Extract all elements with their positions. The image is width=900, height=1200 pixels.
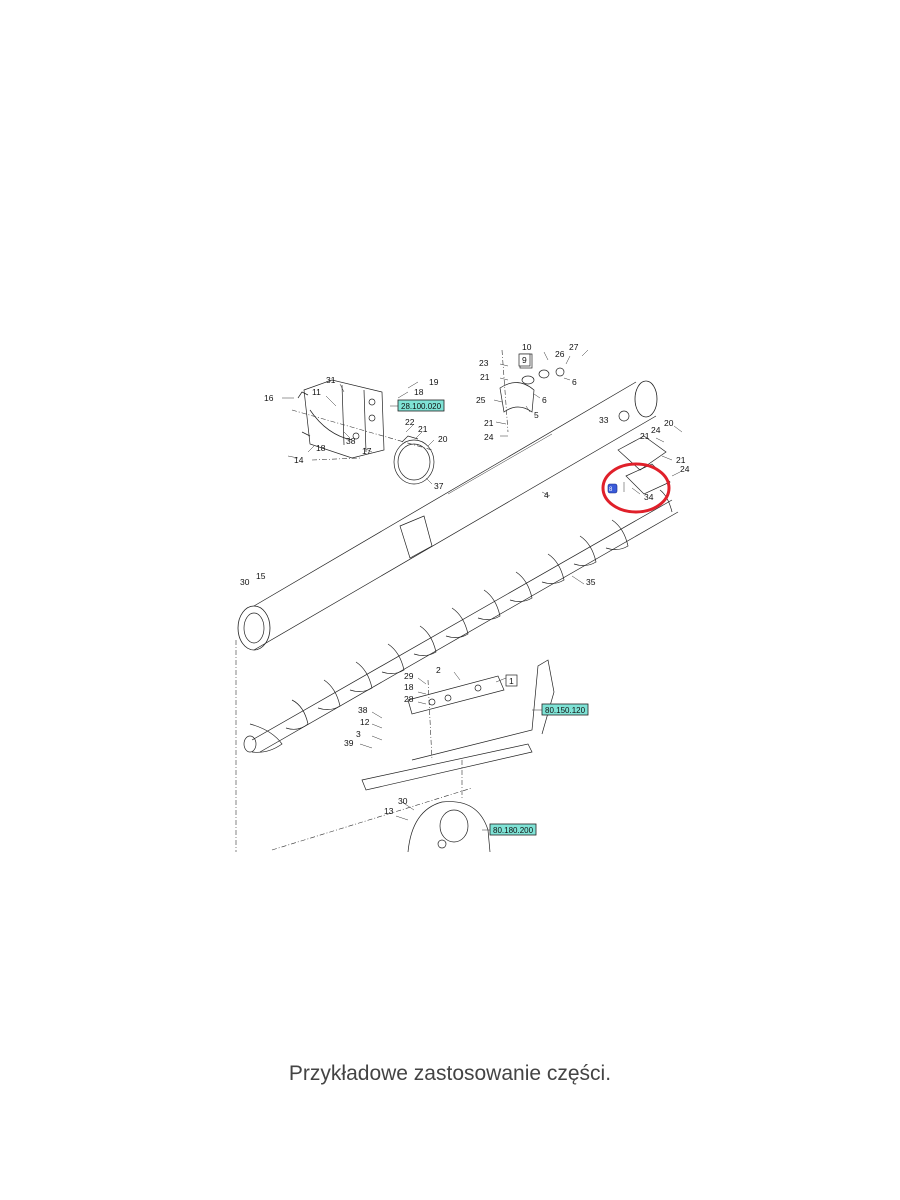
drive-drum xyxy=(271,787,491,852)
callout-11: 11 xyxy=(312,387,321,397)
callout-9-boxed: 9 xyxy=(522,355,527,365)
callout-18c: 18 xyxy=(404,682,414,692)
callout-20b: 20 xyxy=(664,418,674,428)
callout-21b: 21 xyxy=(480,372,490,382)
ref-tag-3[interactable]: 80.180.200 xyxy=(493,826,534,835)
callout-20a: 20 xyxy=(438,434,448,444)
callout-16: 16 xyxy=(264,393,274,403)
callout-26: 26 xyxy=(555,349,565,359)
ref-tag-3-box xyxy=(489,823,537,836)
part-marker xyxy=(607,483,618,494)
callout-13: 13 xyxy=(384,806,394,816)
callout-21c: 21 xyxy=(484,418,494,428)
bracket-assembly xyxy=(282,379,435,485)
callout-23: 23 xyxy=(479,358,489,368)
callout-27: 27 xyxy=(569,342,579,352)
callout-12: 12 xyxy=(360,717,370,727)
callout-15: 15 xyxy=(256,571,266,581)
callout-28: 28 xyxy=(404,694,414,704)
auger-tube xyxy=(237,380,658,651)
tube-end-brackets xyxy=(617,425,683,495)
callout-37: 37 xyxy=(434,481,444,491)
callout-24a: 24 xyxy=(484,432,494,442)
highlighted-part: 8 xyxy=(601,462,671,514)
callout-18b: 18 xyxy=(316,443,326,453)
callout-10: 10 xyxy=(522,342,532,352)
callout-19: 19 xyxy=(429,377,439,387)
callout-3: 3 xyxy=(356,729,361,739)
callout-29: 29 xyxy=(404,671,414,681)
callout-24c: 24 xyxy=(680,464,690,474)
callout-6a: 6 xyxy=(572,377,577,387)
ref-tag-2[interactable]: 80.150.120 xyxy=(545,706,586,715)
callout-21a: 21 xyxy=(418,424,428,434)
callout-30a: 30 xyxy=(240,577,250,587)
boxed-callouts: 1 xyxy=(505,353,531,687)
mounting-plate xyxy=(359,659,555,800)
bearing-assembly xyxy=(493,349,589,437)
callout-8: 8 xyxy=(609,487,613,493)
callout-25: 25 xyxy=(476,395,486,405)
callout-38: 38 xyxy=(346,436,356,446)
callout-39: 39 xyxy=(344,738,354,748)
callout-35: 35 xyxy=(586,577,596,587)
callout-14: 14 xyxy=(294,455,304,465)
callout-4: 4 xyxy=(544,490,549,500)
callout-34: 34 xyxy=(644,492,654,502)
callout-30b: 30 xyxy=(398,796,408,806)
callouts: 16 11 31 19 18 38 14 18 22 21 20 17 37 2… xyxy=(240,342,690,816)
callout-21e: 21 xyxy=(676,455,686,465)
exploded-parts-diagram: 16 11 31 19 18 38 14 18 22 21 20 17 37 2… xyxy=(235,342,690,852)
ref-tag-2-box xyxy=(541,703,589,716)
callout-1: 1 xyxy=(509,676,514,686)
callout-18a: 18 xyxy=(414,387,424,397)
ref-tag-1-box xyxy=(397,399,445,412)
callout-2: 2 xyxy=(436,665,441,675)
callout-24b: 24 xyxy=(651,425,661,435)
callout-38b: 38 xyxy=(358,705,368,715)
callout-box-1 xyxy=(505,674,518,687)
highlight-circle xyxy=(601,462,671,514)
caption: Przykładowe zastosowanie części. xyxy=(288,1062,612,1085)
callout-22: 22 xyxy=(405,417,415,427)
callout-33: 33 xyxy=(599,415,609,425)
callout-box-9 xyxy=(518,353,531,367)
callout-21d: 21 xyxy=(640,431,650,441)
section-references: 28.100.020 80.150.120 80.180.200 xyxy=(390,399,589,836)
callout-17: 17 xyxy=(362,446,372,456)
callout-5: 5 xyxy=(534,410,539,420)
auger-screw xyxy=(243,489,679,753)
callout-6b: 6 xyxy=(542,395,547,405)
ref-tag-1[interactable]: 28.100.020 xyxy=(401,402,442,411)
callout-31: 31 xyxy=(326,375,336,385)
